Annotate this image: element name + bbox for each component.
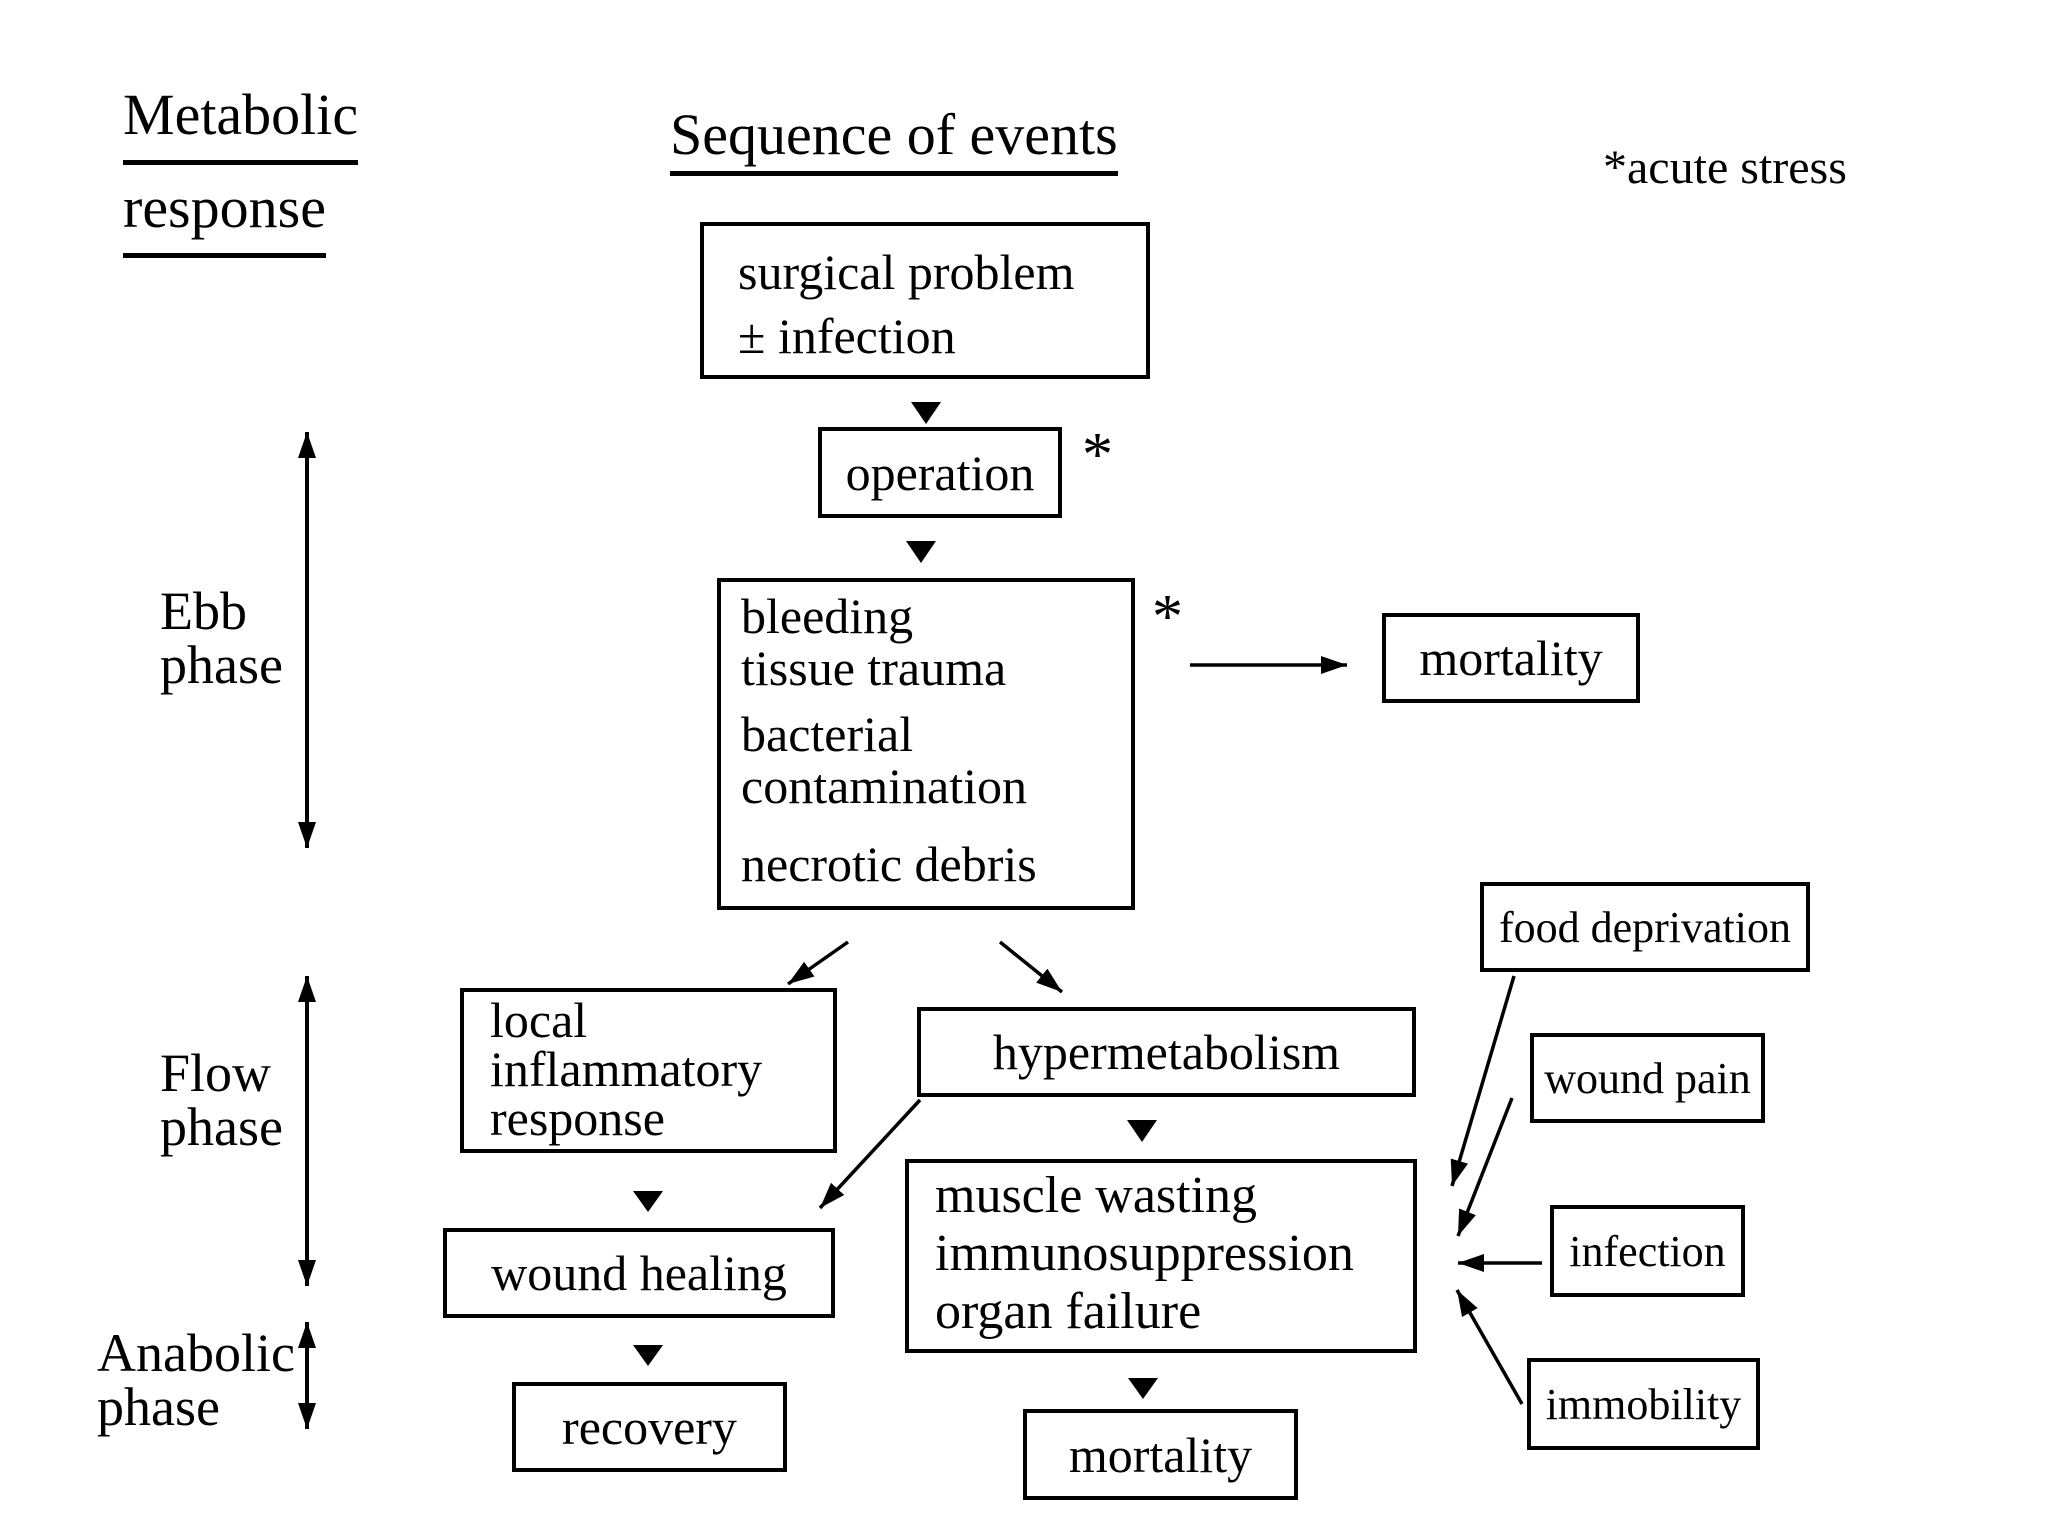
metabolic-response-line1: Metabolic [123, 72, 359, 165]
anabolic-phase-label: Anabolic phase [97, 1323, 295, 1437]
arrow-bleeding-to-hyper [998, 940, 1064, 994]
arrow-surgical-to-operation [911, 402, 941, 424]
node-immobility: immobility [1527, 1358, 1760, 1450]
arrow-operation-to-bleeding [906, 541, 936, 563]
acute-stress-legend: *acute stress [1603, 141, 1847, 194]
arrow-bleeding-to-local [786, 940, 850, 986]
node-wound-healing: wound healing [443, 1228, 835, 1318]
sequence-of-events-title: Sequence of events [670, 104, 1118, 176]
metabolic-response-title: Metabolic response [123, 72, 359, 258]
arrow-local-to-wound-healing [633, 1191, 663, 1212]
arrow-hyper-to-muscle [1127, 1120, 1157, 1142]
node-local-inflammatory-response: local inflammatory response [460, 988, 837, 1153]
node-mortality-bottom: mortality [1023, 1409, 1298, 1500]
node-muscle-wasting: muscle wasting immunosuppression organ f… [905, 1159, 1417, 1353]
node-recovery: recovery [512, 1382, 787, 1472]
arrow-muscle-to-mortality [1128, 1378, 1158, 1399]
node-hypermetabolism: hypermetabolism [917, 1007, 1416, 1097]
flow-phase-label: Flow phase [160, 1043, 283, 1157]
node-infection: infection [1550, 1205, 1745, 1297]
node-food-deprivation: food deprivation [1480, 882, 1810, 972]
arrow-immobility-to-muscle [1455, 1289, 1524, 1405]
ebb-phase-label: Ebb phase [160, 581, 283, 695]
node-operation: operation [818, 427, 1062, 518]
node-mortality-top: mortality [1382, 613, 1640, 703]
operation-acute-stress-star: * [1082, 421, 1113, 489]
bleeding-acute-stress-star: * [1152, 583, 1183, 651]
arrow-wound-pain-to-muscle [1456, 1097, 1514, 1237]
arrow-wound-healing-to-recovery [633, 1345, 663, 1366]
node-surgical-problem: surgical problem ± infection [700, 222, 1150, 379]
node-bleeding-trauma: bleeding tissue trauma bacterial contami… [717, 578, 1135, 910]
node-wound-pain: wound pain [1530, 1033, 1765, 1123]
metabolic-response-line2: response [123, 165, 326, 258]
arrow-food-deprivation-to-muscle [1450, 975, 1516, 1187]
